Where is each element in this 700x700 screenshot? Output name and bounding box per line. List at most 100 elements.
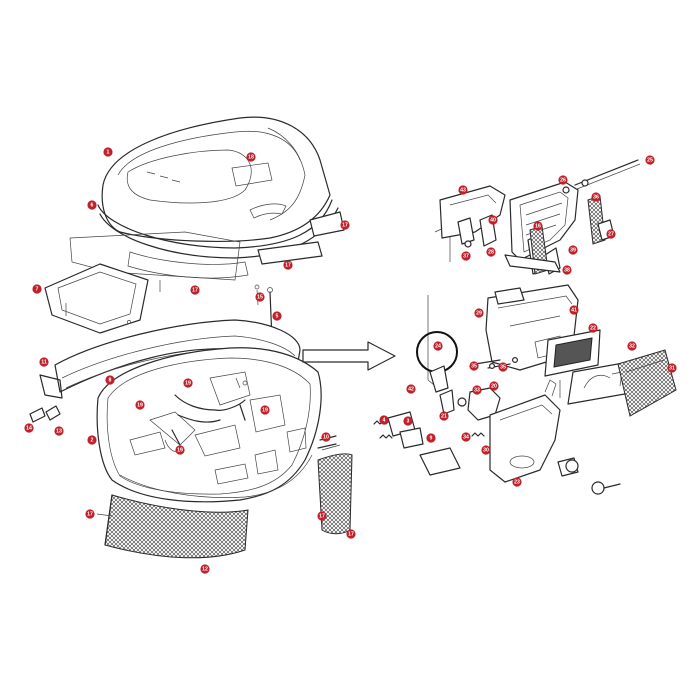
- callout-badge-41: 41: [569, 305, 579, 315]
- callout-badge-17: 17: [340, 220, 350, 230]
- callout-badge-17: 17: [85, 509, 95, 519]
- callout-badge-26: 26: [558, 175, 568, 185]
- callout-badge-16: 16: [533, 221, 543, 231]
- callout-number: 19: [177, 447, 183, 453]
- callout-number: 3: [407, 418, 410, 424]
- callout-number: 7: [36, 286, 39, 292]
- callout-badge-25: 25: [645, 155, 655, 165]
- callout-badge-1: 1: [103, 147, 113, 157]
- callout-number: 17: [348, 531, 354, 537]
- callout-badge-6: 6: [87, 200, 97, 210]
- callout-number: 13: [56, 428, 62, 434]
- callout-badge-18: 18: [246, 152, 256, 162]
- callout-number: 36: [593, 194, 599, 200]
- callout-number: 1: [107, 149, 110, 155]
- callout-badge-9: 9: [426, 433, 436, 443]
- lock-body: [489, 379, 561, 483]
- callout-number: 17: [342, 222, 348, 228]
- callout-number: 2: [91, 437, 94, 443]
- callout-badge-39: 39: [568, 245, 578, 255]
- callout-badge-36: 36: [591, 192, 601, 202]
- callout-number: 24: [435, 343, 441, 349]
- callout-badge-15: 15: [255, 292, 265, 302]
- callout-badge-19: 19: [260, 405, 270, 415]
- callout-number: 19: [185, 380, 191, 386]
- lid-inner-panel: [44, 263, 161, 334]
- callout-number: 39: [570, 247, 576, 253]
- callout-number: 17: [285, 262, 291, 268]
- callout-badge-7: 7: [32, 284, 42, 294]
- callout-number: 37: [463, 253, 469, 259]
- reflector-left: [96, 494, 249, 559]
- callout-badge-34: 34: [461, 432, 471, 442]
- callout-number: 30: [483, 447, 489, 453]
- callout-badge-43: 43: [458, 185, 468, 195]
- callout-badge-27: 27: [606, 229, 616, 239]
- lock-lever: [429, 365, 501, 421]
- callout-badge-35: 35: [498, 362, 508, 372]
- callout-badge-23: 23: [512, 477, 522, 487]
- callout-badge-21: 21: [439, 411, 449, 421]
- callout-number: 21: [441, 413, 447, 419]
- callout-number: 15: [257, 294, 263, 300]
- latch-housing: [439, 185, 506, 248]
- callout-number: 12: [202, 566, 208, 572]
- callout-number: 19: [262, 407, 268, 413]
- callout-number: 25: [647, 157, 653, 163]
- callout-number: 10: [323, 434, 329, 440]
- callout-number: 31: [669, 365, 675, 371]
- highlight-circle: [416, 331, 458, 373]
- callout-badge-10: 10: [321, 432, 331, 442]
- callout-badge-19: 19: [183, 378, 193, 388]
- callout-number: 22: [590, 325, 596, 331]
- callout-badge-35: 35: [469, 361, 479, 371]
- lock-springs: [373, 411, 485, 476]
- callout-badge-17: 17: [317, 511, 327, 521]
- callout-badge-42: 42: [406, 384, 416, 394]
- callout-number: 6: [91, 202, 94, 208]
- callout-number: 35: [500, 364, 506, 370]
- callout-badge-14: 14: [24, 423, 34, 433]
- callout-number: 27: [608, 231, 614, 237]
- callout-number: 34: [463, 434, 469, 440]
- callout-badge-17: 17: [346, 529, 356, 539]
- callout-number: 33: [474, 387, 480, 393]
- callout-number: 43: [460, 187, 466, 193]
- callout-badge-33: 33: [472, 385, 482, 395]
- callout-number: 17: [87, 511, 93, 517]
- callout-number: 28: [488, 249, 494, 255]
- callout-badge-37: 37: [461, 251, 471, 261]
- callout-badge-24: 24: [433, 341, 443, 351]
- callout-number: 11: [41, 359, 47, 365]
- callout-badge-29: 29: [474, 308, 484, 318]
- callout-number: 16: [535, 223, 541, 229]
- top-case-lid: [97, 116, 339, 259]
- callout-number: 14: [26, 425, 32, 431]
- callout-badge-19: 19: [175, 445, 185, 455]
- givi-badge-plate: [544, 329, 601, 377]
- callout-number: 17: [192, 287, 198, 293]
- callout-badge-20: 20: [489, 381, 499, 391]
- lock-cylinder: [557, 457, 621, 495]
- callout-badge-13: 13: [54, 426, 64, 436]
- callout-badge-40: 40: [488, 215, 498, 225]
- base-shell: [96, 347, 322, 503]
- callout-number: 9: [430, 435, 433, 441]
- callout-badge-8: 8: [105, 375, 115, 385]
- callout-badge-17: 17: [283, 260, 293, 270]
- callout-badge-32: 32: [627, 341, 637, 351]
- callout-badge-31: 31: [667, 363, 677, 373]
- callout-number: 32: [629, 343, 635, 349]
- callout-badge-22: 22: [588, 323, 598, 333]
- callout-number: 29: [476, 310, 482, 316]
- callout-number: 23: [514, 479, 520, 485]
- callout-number: 20: [491, 383, 497, 389]
- callout-number: 19: [137, 402, 143, 408]
- callout-badge-17: 17: [190, 285, 200, 295]
- callout-badge-28: 28: [486, 247, 496, 257]
- lid-inner-gasket: [69, 211, 345, 281]
- callout-badge-5: 5: [272, 311, 282, 321]
